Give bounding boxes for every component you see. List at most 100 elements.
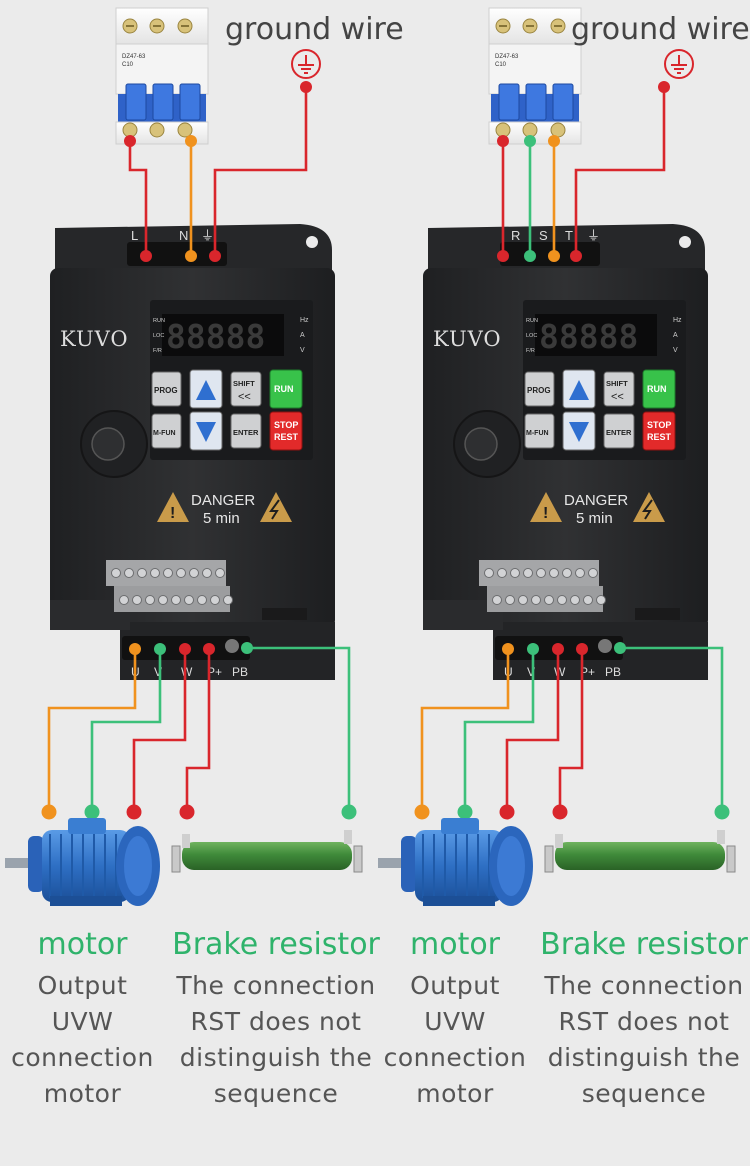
stop-key-label-2: REST [274, 432, 299, 442]
wire-terminal-dot [576, 643, 588, 655]
control-screw [562, 568, 572, 578]
screw-icon [495, 122, 511, 138]
motor-title: motor [37, 927, 128, 962]
motor-icon [5, 818, 160, 906]
breaker-toggle [552, 83, 574, 121]
screw-icon [149, 122, 165, 138]
warning-icon [157, 492, 189, 522]
stop-key [642, 411, 676, 451]
stop-key-label: STOP [274, 420, 298, 430]
knob-cap [464, 427, 498, 461]
output-terminal-label: P+ [580, 665, 595, 679]
mfun-key [524, 413, 555, 449]
control-screw [557, 595, 567, 605]
resistor-lead [717, 830, 725, 844]
lightning-icon [642, 499, 653, 520]
output-terminal-label: PB [605, 665, 621, 679]
screw-icon [522, 122, 538, 138]
control-screw [215, 568, 225, 578]
stop-key-label: STOP [647, 420, 671, 430]
mfun-key-label: M-FUN [526, 430, 549, 437]
ground-wire-label: ground wire [571, 12, 750, 47]
motor-desc-line: motor [43, 1079, 122, 1108]
wire [247, 646, 351, 812]
motor-caption: motor Output UVW connection motor [0, 928, 165, 1112]
vent-slot [262, 608, 307, 620]
wire-terminal-dot [497, 135, 509, 147]
resistor-bracket [171, 845, 181, 873]
motor-desc-line: Output [37, 971, 128, 1000]
wire-terminal-dot [548, 250, 560, 262]
indicator-label: LOC [526, 333, 537, 339]
wire-terminal-dot [658, 81, 670, 93]
input-terminal-label: R [511, 228, 520, 243]
screw-icon [122, 122, 138, 138]
stop-key-label-2: REST [647, 432, 672, 442]
led-display [535, 314, 657, 356]
enter-key [230, 413, 262, 449]
breaker-rating: C10 [495, 62, 507, 68]
wire-terminal-dot [527, 643, 539, 655]
motor-housing [42, 830, 130, 902]
wire [132, 649, 187, 812]
control-screw [137, 568, 147, 578]
enter-key [603, 413, 635, 449]
control-screw [124, 568, 134, 578]
brand-logo: KUVO [60, 327, 129, 351]
motor-caption: motor Output UVW connection motor [372, 928, 538, 1112]
control-screw [171, 595, 181, 605]
control-screw [176, 568, 186, 578]
motor-housing [415, 830, 503, 902]
wire-terminal-dot [203, 643, 215, 655]
motor-desc-line: Output [410, 971, 500, 1000]
wire-terminal-dot [126, 804, 142, 820]
wire-terminal-dot [185, 250, 197, 262]
breaker-toggle [152, 83, 174, 121]
control-screw [158, 595, 168, 605]
led-digits: 88888 [166, 317, 265, 356]
wire-terminal-dot [552, 804, 568, 820]
indicator-label: F/R [153, 348, 162, 354]
wire [128, 140, 148, 256]
wire-terminal-dot [179, 643, 191, 655]
shift-key-label: SHIFT [233, 379, 255, 388]
control-screw [111, 568, 121, 578]
vent-slot [635, 608, 680, 620]
wire [90, 649, 162, 812]
down-arrow-icon [569, 422, 589, 442]
wire-terminal-dot [524, 135, 536, 147]
motor-desc-line: UVW [424, 1007, 486, 1036]
run-key-label: RUN [274, 384, 294, 394]
resistor-lead [182, 834, 190, 848]
down-arrow-icon [196, 422, 216, 442]
breaker-model: DZ47-63 [495, 54, 519, 60]
wire-terminal-dot [179, 804, 195, 820]
shift-key-label: SHIFT [606, 379, 628, 388]
wire [574, 87, 666, 256]
wire [620, 646, 724, 812]
wire-terminal-dot [714, 804, 730, 820]
indicator-label: RUN [526, 318, 538, 324]
wire-terminal-dot [524, 250, 536, 262]
resistor-caption: Brake resistor The connection RST does n… [172, 928, 380, 1112]
led-display [162, 314, 284, 356]
resistor-title: Brake resistor [172, 927, 380, 962]
wire-terminal-dot [548, 135, 560, 147]
resistor-bracket [544, 845, 554, 873]
resistor-lead [555, 834, 563, 848]
wire-terminal-dot [209, 250, 221, 262]
indicator-label: F/R [526, 348, 535, 354]
resistor-desc-line: sequence [213, 1079, 339, 1108]
control-screw [531, 595, 541, 605]
output-terminal-label: W [181, 665, 193, 679]
wire-terminal-dot [84, 804, 100, 820]
control-screw [484, 568, 494, 578]
wire-terminal-dot [499, 804, 515, 820]
wire-terminal-dot [300, 81, 312, 93]
input-terminal-block [127, 242, 227, 266]
control-screw [544, 595, 554, 605]
indicator-label: A [300, 332, 305, 339]
resistor-desc-line: The connection [176, 971, 376, 1000]
